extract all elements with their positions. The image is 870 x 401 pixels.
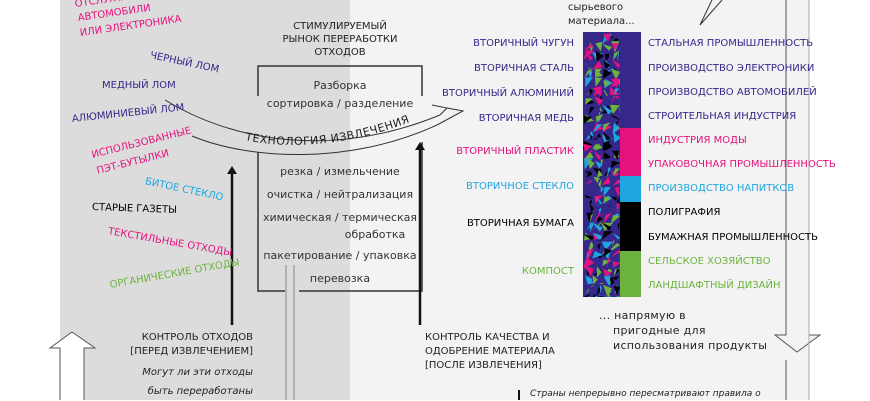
industry-color-column (620, 32, 641, 297)
big-up-arrow-icon (50, 332, 95, 400)
secondary-material: ВТОРИЧНЫЙ АЛЮМИНИЙ (442, 88, 574, 99)
control-before-subtitle: [ПЕРЕД ИЗВЛЕЧЕНИЕМ] (130, 345, 253, 359)
industry: УПАКОВОЧНАЯ ПРОМЫШЛЕННОСТЬ (648, 159, 836, 170)
industry-color-band (620, 128, 641, 176)
secondary-material: КОМПОСТ (522, 266, 574, 277)
caption-line: материала... (568, 15, 635, 29)
process-step: резка / измельчение (263, 163, 417, 180)
industry: СТРОИТЕЛЬНАЯ ИНДУСТРИЯ (648, 111, 796, 122)
secondary-material: ВТОРИЧНЫЙ ПЛАСТИК (456, 146, 574, 157)
market-title-line: ОТХОДОВ (283, 46, 398, 59)
industry: СЕЛЬСКОЕ ХОЗЯЙСТВО (648, 256, 771, 267)
process-step: химическая / термическая (263, 209, 417, 226)
control-after-line: КОНТРОЛЬ КАЧЕСТВА И (425, 331, 555, 345)
extraction-arrow-head (432, 105, 463, 125)
process-bottom: резка / измельчение очистка / нейтрализа… (263, 163, 417, 287)
industry-color-band (620, 176, 641, 202)
caption-line: ... напрямую в (599, 308, 767, 323)
control-question: быть переработаны (130, 382, 253, 401)
material-mosaic (583, 32, 620, 297)
control-question: Могут ли эти отходы (130, 363, 253, 382)
industry-color-band (620, 251, 641, 297)
process-step: сортировка / разделение (267, 95, 413, 113)
industry: СТАЛЬНАЯ ПРОМЫШЛЕННОСТЬ (648, 38, 813, 49)
process-top: Разборка сортировка / разделение (267, 77, 413, 113)
industry-color-band (620, 202, 641, 251)
industry: ПРОИЗВОДСТВО АВТОМОБИЛЕЙ (648, 87, 817, 98)
extraction-label: ТЕХНОЛОГИЯ ИЗВЛЕЧЕНИЯ (243, 113, 411, 148)
industry: ИНДУСТРИЯ МОДЫ (648, 135, 747, 146)
secondary-material: ВТОРИЧНАЯ МЕДЬ (479, 113, 574, 124)
industry: БУМАЖНАЯ ПРОМЫШЛЕННОСТЬ (648, 232, 818, 243)
callout-pointer (700, 0, 722, 25)
process-step: очистка / нейтрализация (263, 186, 417, 203)
caption-line: пригодные для (599, 323, 767, 338)
market-title-line: РЫНОК ПЕРЕРАБОТКИ (283, 33, 398, 46)
industry: ЛАНДШАФТНЫЙ ДИЗАЙН (648, 280, 781, 291)
process-step: перевозка (263, 270, 417, 287)
caption-line: сырьевого (568, 1, 635, 15)
secondary-material: ВТОРИЧНАЯ БУМАГА (467, 218, 574, 229)
process-step: пакетирование / упаковка (263, 247, 417, 264)
raw-material-caption: сырьевого материала... (568, 1, 635, 29)
caption-line: использования продукты (599, 338, 767, 353)
process-step: обработка (263, 226, 417, 243)
waste-item: МЕДНЫЙ ЛОМ (102, 80, 176, 92)
arrow-up-icon (415, 142, 425, 150)
direct-caption: ... напрямую в пригодные для использован… (599, 308, 767, 353)
control-before: КОНТРОЛЬ ОТХОДОВ [ПЕРЕД ИЗВЛЕЧЕНИЕМ] Мог… (130, 331, 253, 401)
arrow-up-icon (227, 166, 237, 174)
industry: ПОЛИГРАФИЯ (648, 207, 720, 218)
process-step: Разборка (267, 77, 413, 95)
bottom-note: Страны непрерывно пересматривают правила… (530, 389, 761, 399)
big-down-arrow-icon (775, 0, 820, 352)
control-after-line: ОДОБРЕНИЕ МАТЕРИАЛА (425, 345, 555, 359)
secondary-material: ВТОРИЧНЫЙ ЧУГУН (473, 38, 574, 49)
control-after-line: [ПОСЛЕ ИЗВЛЕЧЕНИЯ] (425, 359, 555, 373)
secondary-material: ВТОРИЧНОЕ СТЕКЛО (466, 181, 574, 192)
market-title: СТИМУЛИРУЕМЫЙ РЫНОК ПЕРЕРАБОТКИ ОТХОДОВ (283, 20, 398, 59)
industry: ПРОИЗВОДСТВО НАПИТКОВ (648, 183, 794, 194)
market-title-line: СТИМУЛИРУЕМЫЙ (283, 20, 398, 33)
industry: ПРОИЗВОДСТВО ЭЛЕКТРОНИКИ (648, 63, 814, 74)
control-after: КОНТРОЛЬ КАЧЕСТВА И ОДОБРЕНИЕ МАТЕРИАЛА … (425, 331, 555, 373)
industry-color-band (620, 32, 641, 128)
control-before-title: КОНТРОЛЬ ОТХОДОВ (130, 331, 253, 345)
secondary-material: ВТОРИЧНАЯ СТАЛЬ (474, 63, 574, 74)
